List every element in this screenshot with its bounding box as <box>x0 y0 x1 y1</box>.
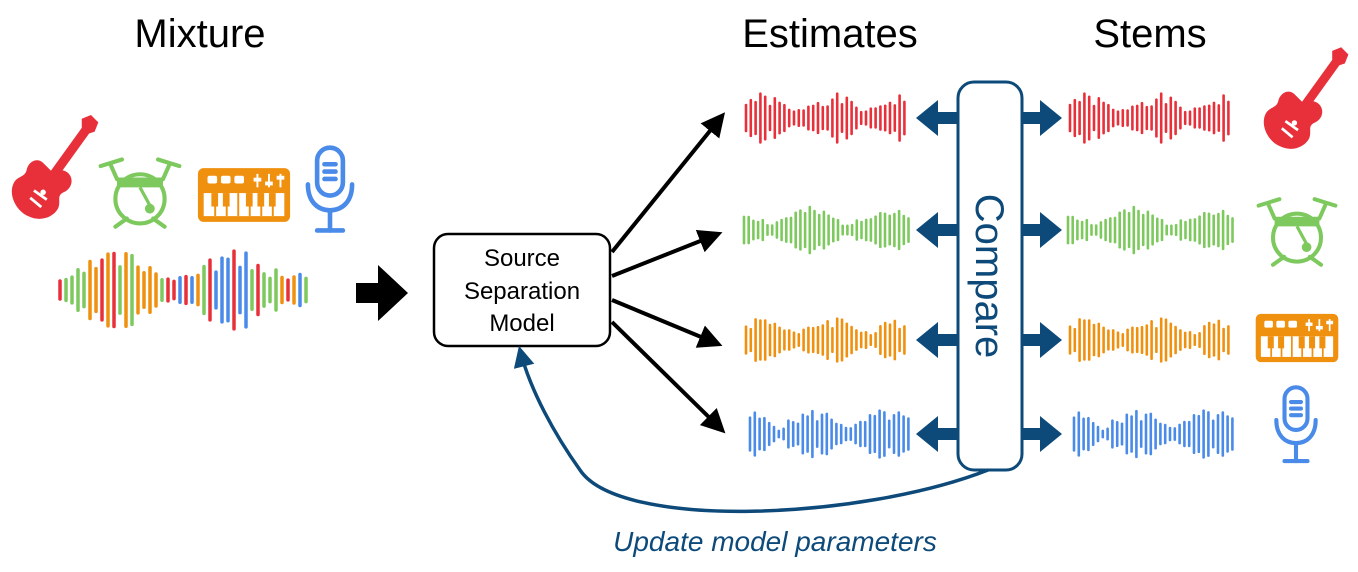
compare-arrow-right <box>1022 212 1062 248</box>
arrow-to-keys-estimate <box>611 298 723 348</box>
compare-arrows <box>916 100 1062 452</box>
compare-label: Compare <box>967 194 1011 359</box>
stem-keyboard-icon <box>1254 313 1340 363</box>
estimates-heading: Estimates <box>742 12 918 56</box>
mixture-heading: Mixture <box>134 12 265 56</box>
guitar-estimate-waveform <box>744 92 906 144</box>
compare-arrow-right <box>1022 416 1062 452</box>
vocals-estimate-waveform <box>748 409 910 459</box>
keys-estimate-waveform <box>744 317 906 363</box>
update-feedback-arrow <box>513 345 989 513</box>
model-box-line-1: Source <box>484 245 560 272</box>
keys-stem-waveform <box>1068 317 1230 363</box>
mixture-guitar-icon <box>10 113 100 221</box>
model-box-line-2: Separation <box>464 278 580 305</box>
compare-arrow-right <box>1022 100 1062 136</box>
model-box-line-3: Model <box>489 310 554 337</box>
drums-stem-waveform <box>1066 205 1234 255</box>
update-model-parameters-label: Update model parameters <box>613 526 937 557</box>
compare-arrow-left <box>916 322 958 358</box>
stems-heading: Stems <box>1093 12 1206 56</box>
mixture-waveform <box>58 249 308 331</box>
drums-estimate-waveform <box>742 205 910 255</box>
stem-drum-kit-icon <box>1259 199 1336 265</box>
input-arrow <box>356 265 408 321</box>
compare-box <box>956 80 1024 472</box>
arrow-to-guitar-estimate <box>610 112 726 254</box>
compare-arrow-left <box>916 416 958 452</box>
arrow-to-drums-estimate <box>611 229 723 278</box>
compare-arrow-left <box>916 100 958 136</box>
compare-arrow-right <box>1022 322 1062 358</box>
stem-guitar-icon <box>1262 45 1350 151</box>
compare-arrow-left <box>916 212 958 248</box>
stem-microphone-icon <box>1276 387 1315 461</box>
guitar-stem-waveform <box>1068 92 1230 144</box>
mixture-keyboard-icon <box>196 167 292 223</box>
mixture-microphone-icon <box>308 148 352 231</box>
vocals-stem-waveform <box>1072 409 1234 459</box>
mixture-drum-kit-icon <box>101 159 180 226</box>
arrow-to-vocals-estimate <box>610 320 726 434</box>
